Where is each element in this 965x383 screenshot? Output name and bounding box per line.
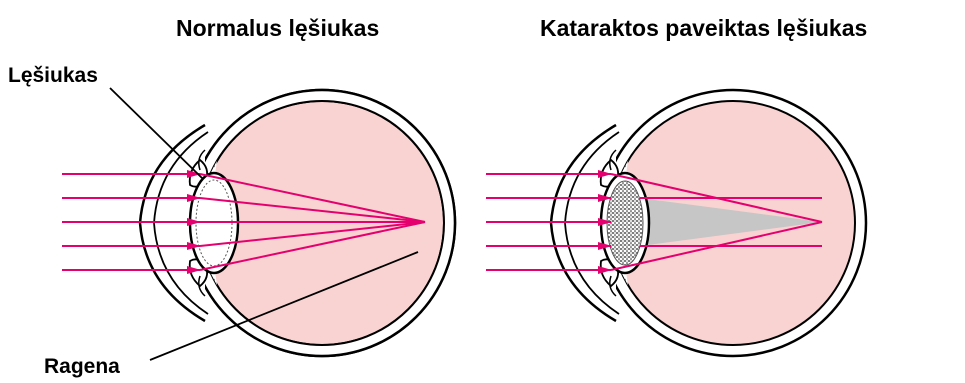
cataract-eye (486, 90, 866, 356)
title-cataract-lens: Kataraktos paveiktas lęšiukas (540, 15, 867, 41)
normal-eye (62, 88, 455, 360)
cataract-clouding (607, 181, 643, 265)
title-normal-lens: Normalus lęšiukas (176, 15, 379, 41)
label-lens: Lęšiukas (8, 64, 98, 87)
label-cornea: Ragena (44, 355, 120, 378)
lens-pointer-line (110, 88, 202, 178)
